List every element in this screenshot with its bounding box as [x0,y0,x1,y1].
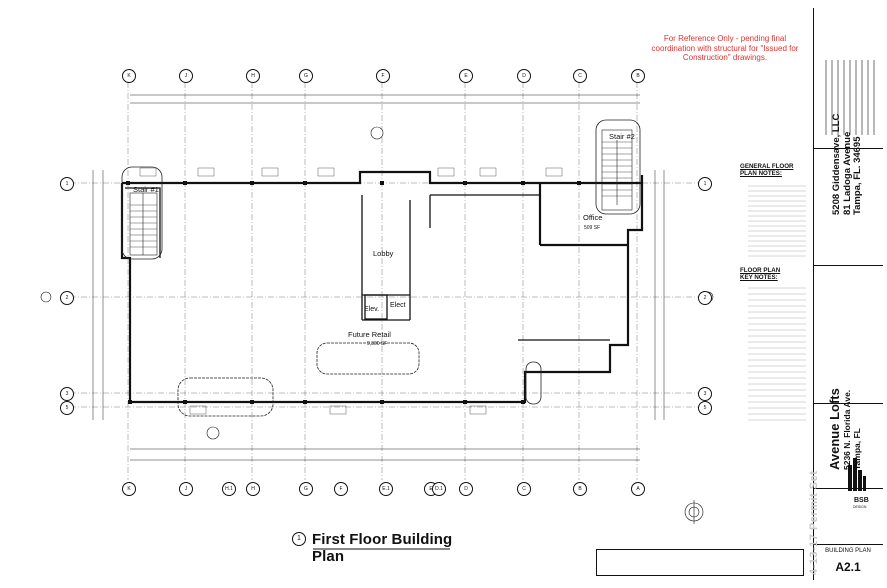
grid-bubble-bottom: H [246,482,260,496]
reference-note: For Reference Only - pending final coord… [651,34,799,62]
owner-line-3: Tampa, FL. 34695 [852,136,863,216]
future-retail-area: 9,300 SF [367,341,388,347]
grid-bubble-right: 1 [698,177,712,191]
grid-bubble-bottom: K [122,482,136,496]
office-label: Office [583,213,603,222]
title-block [813,8,883,580]
revision-clouds [177,342,542,417]
grid-bubble-top: F [376,69,390,83]
drawing-title-block: 1 First Floor Building Plan [292,531,478,565]
grid-bubble-bottom: F [334,482,348,496]
stair-1 [121,166,163,260]
sheet-label: BUILDING PLAN [825,548,871,554]
project-address-1: 5236 N. Florida Ave. [842,389,852,470]
owner-line-1: 5208 Giddensave, LLC [831,113,842,215]
office-area: 509 SF [584,225,601,231]
grid-bubble-left: 2 [60,291,74,305]
grid-bubble-right: 3 [698,387,712,401]
grid-bubble-top: B [631,69,645,83]
grid-bubble-top: E [459,69,473,83]
grid-bubble-bottom: E.1 [379,482,393,496]
general-note-stamp [596,549,804,576]
grid-bubble-bottom: D.1 [432,482,446,496]
grid-bubble-bottom: B [573,482,587,496]
owner-info: 5208 Giddensave, LLC 81 Ladoga Avenue Ta… [831,113,864,216]
grid-bubble-right: 5 [698,401,712,415]
key-notes-title-2: KEY NOTES: [740,274,778,281]
grid-bubble-left: 5 [60,401,74,415]
grid-bubble-left: 1 [60,177,74,191]
grid-bubble-bottom: G [299,482,313,496]
tb-divider [814,403,883,404]
tb-divider [814,148,883,149]
grid-bubble-top: H [246,69,260,83]
stair-2 [595,119,641,215]
dimension-lines [92,94,665,461]
drawing-title: First Floor Building Plan [312,531,453,565]
interior-walls [125,187,610,341]
tb-divider [814,544,883,545]
sheet-number: A2.1 [835,560,861,574]
project-info: Avenue Lofts 5236 N. Florida Ave. Tampa,… [827,388,862,470]
future-retail-label: Future Retail [348,330,391,339]
grid-bubble-top: C [573,69,587,83]
stair-2-label: Stair #2 [609,132,635,141]
title-block-lines [825,60,875,135]
stair-1-label: Stair #1 [133,185,159,194]
grid-bubble-bottom: A [631,482,645,496]
grid-bubble-top: D [517,69,531,83]
grid-bubble-top: K [122,69,136,83]
tb-divider [814,488,883,489]
bsb-logo-mark [848,458,866,491]
grid-bubble-right: 2 [698,291,712,305]
grid-bubble-top: G [299,69,313,83]
key-notes-title-1: FLOOR PLAN [740,267,781,274]
grid-bubble-bottom: C [517,482,531,496]
notes-text-lines [748,185,806,421]
project-address-2: Tampa, FL [852,428,862,470]
tb-divider [814,265,883,266]
window-tags [139,167,563,415]
project-name: Avenue Lofts [827,388,842,470]
general-notes-title-2: PLAN NOTES: [740,170,782,177]
grid-bubble-left: 3 [60,387,74,401]
lobby-label: Lobby [373,249,394,258]
general-notes-title-1: GENERAL FLOOR [740,163,794,170]
grid-bubble-bottom: H.1 [222,482,236,496]
column-markers [126,181,581,404]
grid-lines [70,82,700,480]
bsb-logo-text: BSB [854,497,869,504]
notes-column: GENERAL FLOOR PLAN NOTES: FLOOR PLAN KEY… [740,163,812,281]
elev-label: Elev. [364,306,380,313]
north-arrow [684,500,704,524]
bsb-logo-subtext: DESIGN [853,505,867,509]
grid-bubble-top: J [179,69,193,83]
elect-label: Elect [390,302,406,309]
grid-bubble-bottom: J [179,482,193,496]
grid-bubble-bottom: D [459,482,473,496]
detail-number: 1 [292,532,306,546]
